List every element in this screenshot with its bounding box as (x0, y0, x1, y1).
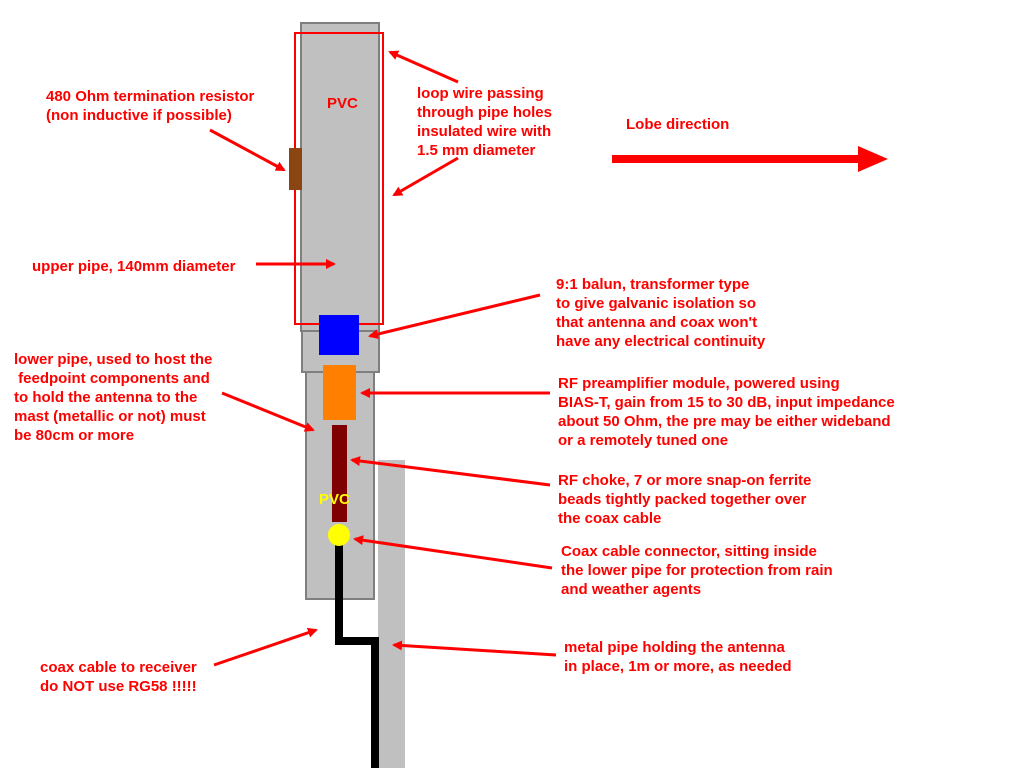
coax-cable (335, 545, 379, 768)
label-connector: Coax cable connector, sitting inside the… (561, 543, 833, 598)
metal-mast-pipe (378, 460, 405, 768)
label-upper-pipe: upper pipe, 140mm diameter (32, 258, 236, 275)
arrow-resistor (209, 128, 286, 172)
label-coax-cable: coax cable to receiver do NOT use RG58 !… (40, 659, 197, 695)
arrow-loop-top (388, 50, 459, 84)
lobe-arrow-head (858, 146, 888, 172)
arrow-connector (353, 535, 553, 570)
label-preamp: RF preamplifier module, powered using BI… (558, 375, 895, 449)
label-lobe-direction: Lobe direction (626, 116, 730, 133)
arrow-mast (392, 640, 557, 657)
arrow-balun (368, 293, 541, 339)
balun-block (319, 315, 359, 355)
termination-resistor (289, 148, 302, 190)
arrow-lower-pipe (221, 391, 315, 432)
preamp-block (323, 365, 356, 420)
label-loop-wire: loop wire passing through pipe holes ins… (417, 85, 552, 159)
label-resistor: 480 Ohm termination resistor (non induct… (46, 88, 255, 124)
arrow-choke (350, 456, 551, 487)
label-lower-pipe: lower pipe, used to host the feedpoint c… (14, 351, 213, 444)
rf-choke (332, 425, 347, 522)
arrow-loop-bottom (392, 156, 459, 197)
pvc-label-upper: PVC (327, 95, 358, 112)
pvc-label-lower: PVC (319, 491, 350, 508)
coax-connector (328, 524, 350, 546)
upper-pvc-pipe (300, 22, 380, 332)
arrow-coax (213, 627, 318, 667)
label-rf-choke: RF choke, 7 or more snap-on ferrite bead… (558, 472, 812, 527)
label-metal-pipe: metal pipe holding the antenna in place,… (564, 639, 792, 675)
label-balun: 9:1 balun, transformer type to give galv… (556, 276, 766, 350)
